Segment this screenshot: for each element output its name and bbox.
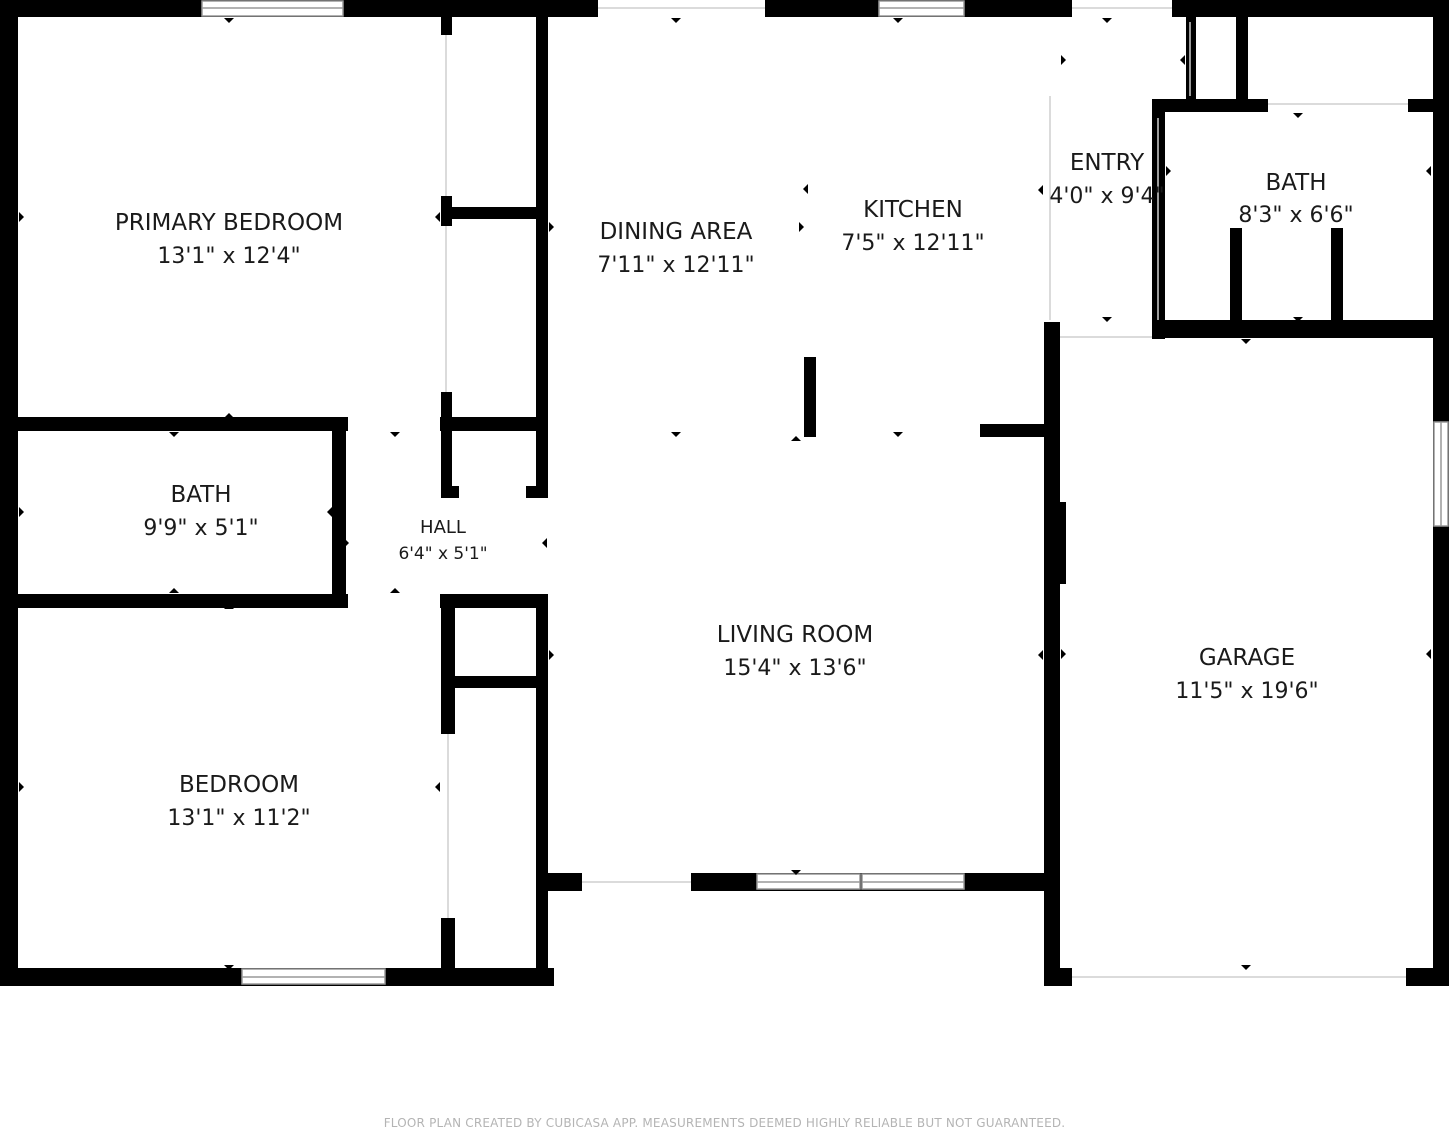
wall-closet-shelf <box>441 207 548 219</box>
primary-bedroom-name: PRIMARY BEDROOM <box>115 210 343 236</box>
footer-disclaimer: FLOOR PLAN CREATED BY CUBICASA APP. MEAS… <box>383 1116 1066 1130</box>
door-openings <box>348 0 1408 986</box>
kitchen-dims: 7'5" x 12'11" <box>841 231 984 256</box>
window-primary-top <box>201 0 344 17</box>
wall-primary-bottom <box>0 417 348 431</box>
window-living-bottom-b <box>861 873 965 890</box>
opening-entry-living <box>1044 17 1060 322</box>
entry-dims: 4'0" x 9'4" <box>1049 184 1164 209</box>
living-room-name: LIVING ROOM <box>717 622 874 648</box>
bath-right-dims: 8'3" x 6'6" <box>1238 203 1353 228</box>
wall-bed-closet-vertical <box>441 594 455 734</box>
wall-closet-vertical-top <box>441 17 452 35</box>
wall-closet-bottom <box>440 417 548 431</box>
opening-hall-left <box>348 417 440 431</box>
wall-top-right <box>1172 0 1449 17</box>
wall-kitchen-partial <box>804 357 816 437</box>
opening-hall-closet <box>459 486 526 498</box>
window-kitchen-top <box>878 0 965 17</box>
hall-name: HALL <box>420 517 466 538</box>
wall-bed-closet-shelf <box>441 676 548 688</box>
wall-hall-closet-bottom-r <box>526 486 548 498</box>
opening-entry-bottom <box>1060 322 1152 340</box>
primary-bedroom-dims: 13'1" x 12'4" <box>157 244 300 269</box>
dining-area-name: DINING AREA <box>600 219 753 245</box>
wall-bath-right-top-r <box>1408 99 1449 112</box>
wall-garage-jamb <box>1054 502 1066 584</box>
wall-entry-right-top <box>1186 17 1196 101</box>
wall-bath-hall <box>332 417 346 608</box>
wall-entry-top-beam <box>1236 17 1248 103</box>
living-room-dims: 15'4" x 13'6" <box>723 656 866 681</box>
wall-bath-right-bottom <box>1152 320 1449 338</box>
window-garage-right <box>1433 421 1449 527</box>
opening-bath-right-top <box>1268 99 1408 112</box>
bedroom-name: BEDROOM <box>179 772 299 798</box>
kitchen-name: KITCHEN <box>863 197 963 223</box>
door-lines <box>445 7 1408 978</box>
wall-bath-stall-a <box>1230 228 1242 338</box>
wall-center-left-bottom <box>536 594 548 986</box>
window-living-bottom-a <box>756 873 861 890</box>
wall-bath-right-top <box>1152 99 1268 112</box>
opening-hall-bottom <box>348 594 440 608</box>
wall-kitchen-stub <box>980 424 1060 437</box>
opening-hall-right <box>536 498 548 594</box>
wall-bath-stall-b <box>1331 228 1343 338</box>
wall-bath-bottom <box>0 594 348 608</box>
wall-closet-vertical-low <box>441 392 452 498</box>
wall-entry-bottom <box>1044 322 1060 340</box>
dining-area-dims: 7'11" x 12'11" <box>597 253 754 278</box>
bath-left-dims: 9'9" x 5'1" <box>143 516 258 541</box>
dimension-markers <box>19 18 1431 970</box>
wall-bed-closet-low <box>441 918 455 986</box>
windows <box>201 0 1449 985</box>
wall-left <box>0 0 18 986</box>
bath-right-name: BATH <box>1265 170 1326 196</box>
entry-name: ENTRY <box>1070 150 1145 176</box>
bath-left-name: BATH <box>170 482 231 508</box>
window-bedroom-bottom <box>241 968 386 985</box>
wall-center-left-top <box>536 0 548 498</box>
hall-dims: 6'4" x 5'1" <box>398 544 487 564</box>
wall-hall-bottom-right <box>440 594 548 608</box>
room-labels: PRIMARY BEDROOM 13'1" x 12'4" BATH 9'9" … <box>115 150 1354 831</box>
garage-dims: 11'5" x 19'6" <box>1175 679 1318 704</box>
garage-name: GARAGE <box>1199 645 1295 671</box>
wall-hall-closet-bottom <box>441 486 459 498</box>
bedroom-dims: 13'1" x 11'2" <box>167 806 310 831</box>
